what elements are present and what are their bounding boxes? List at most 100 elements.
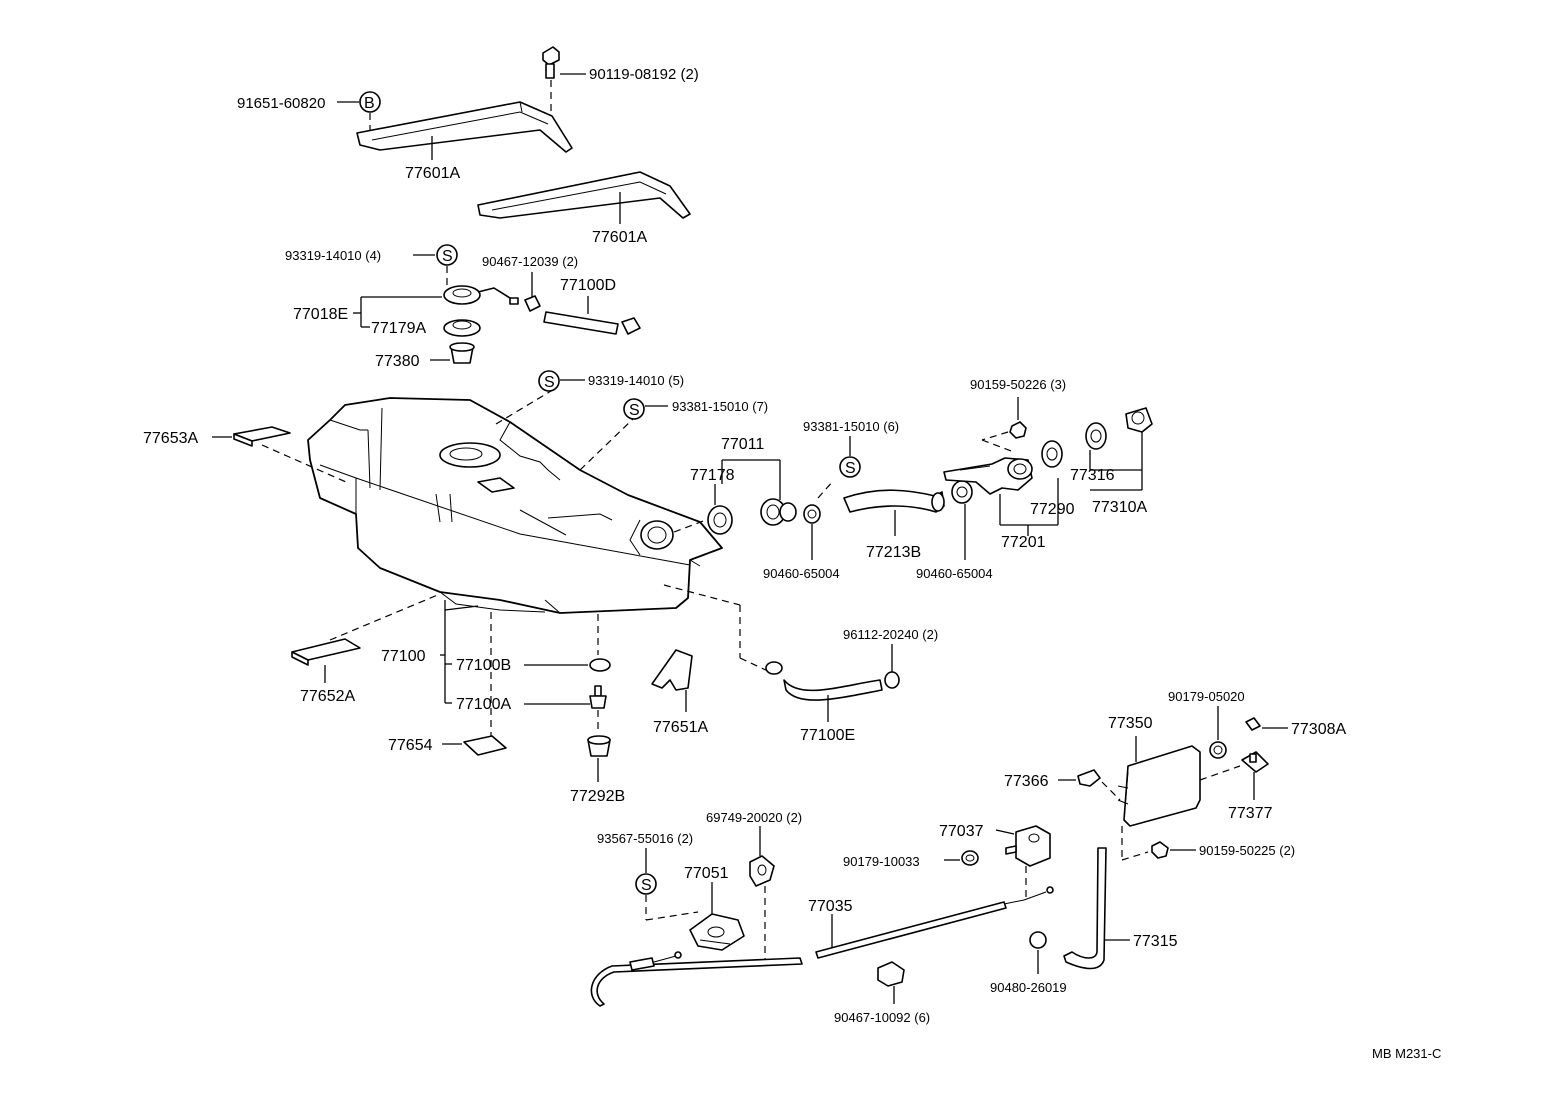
label-77018e: 77018E [293, 306, 348, 323]
screw-90159-50225 [1151, 841, 1169, 859]
symbol-s-93567: S [635, 873, 657, 895]
label-77350: 77350 [1108, 715, 1153, 732]
plug-77292b [587, 735, 611, 757]
clamp-90460-b [951, 480, 973, 504]
label-77366: 77366 [1004, 773, 1049, 790]
label-93319-14010-5: 93319-14010 (5) [588, 373, 684, 388]
label-77315: 77315 [1133, 933, 1178, 950]
label-93319-14010-4: 93319-14010 (4) [285, 248, 381, 263]
filler-neck-77201 [943, 457, 1033, 495]
label-96112-20240: 96112-20240 (2) [843, 627, 938, 642]
cable-77035 [815, 886, 1054, 959]
label-77011: 77011 [721, 436, 764, 453]
label-77292b: 77292B [570, 788, 625, 805]
hose-77100d [543, 311, 641, 335]
label-77380: 77380 [375, 353, 420, 370]
clamp-69749-20020 [749, 855, 775, 887]
label-77178: 77178 [690, 467, 735, 484]
label-77316: 77316 [1070, 467, 1115, 484]
hose-77100e [765, 661, 900, 701]
label-93381-15010-6: 93381-15010 (6) [803, 419, 899, 434]
plug-77308a [1245, 717, 1261, 731]
lever-77051 [689, 913, 745, 951]
clip-90467-12039 [524, 295, 541, 312]
cable-lower [590, 951, 803, 1007]
symbol-s-93381-6: S [839, 456, 861, 478]
label-77601a-lower: 77601A [592, 229, 647, 246]
symbol-s-letter-4: S [845, 460, 856, 477]
label-90119-08192: 90119-08192 (2) [589, 66, 699, 83]
bumper-90179-05020 [1209, 741, 1227, 759]
strap-77601a-upper [356, 101, 573, 153]
symbol-s-letter-5: S [641, 877, 652, 894]
plug-77100a [589, 685, 607, 709]
symbol-s-93319-5: S [538, 370, 560, 392]
label-77100d: 77100D [560, 277, 616, 294]
bolt-90119-08192 [542, 46, 586, 112]
hinge-77366 [1077, 769, 1101, 787]
label-90467-10092: 90467-10092 (6) [834, 1010, 930, 1025]
opener-77037 [1005, 825, 1051, 867]
symbol-s-93381-7: S [623, 398, 645, 420]
hose-77315 [1063, 847, 1107, 970]
screw-90159-50226 [981, 421, 1027, 453]
label-69749-20020: 69749-20020 (2) [706, 810, 802, 825]
label-77377: 77377 [1228, 805, 1273, 822]
label-77652a: 77652A [300, 688, 355, 705]
reference-code: MB M231-C [1372, 1046, 1441, 1061]
label-90179-10033: 90179-10033 [843, 854, 920, 869]
label-77100: 77100 [381, 648, 426, 665]
gasket-77290 [1041, 440, 1063, 468]
label-77654: 77654 [388, 737, 433, 754]
label-77290: 77290 [1030, 501, 1075, 518]
label-77651a: 77651A [653, 719, 708, 736]
label-77310a: 77310A [1092, 499, 1147, 516]
bracket-77651a [651, 649, 693, 691]
label-90460-65004-b: 90460-65004 [916, 566, 993, 581]
strap-77601a-lower [477, 171, 691, 219]
protector-77653a [233, 426, 291, 447]
label-77037: 77037 [939, 823, 984, 840]
cap-77316 [1085, 422, 1107, 450]
label-90460-65004-a: 90460-65004 [763, 566, 840, 581]
symbol-s-letter-3: S [629, 402, 640, 419]
label-77100b: 77100B [456, 657, 511, 674]
symbol-s-letter-2: S [544, 374, 555, 391]
label-90480-26019: 90480-26019 [990, 980, 1067, 995]
fuel-tank-77100 [307, 397, 723, 614]
fuel-lid-77350 [1117, 745, 1201, 827]
clamp-90460-a [803, 504, 821, 524]
label-90159-50226: 90159-50226 (3) [970, 377, 1066, 392]
gasket-77178 [707, 505, 733, 535]
gasket-77100b [589, 658, 611, 672]
clamp-90467-10092 [877, 961, 905, 987]
label-77051: 77051 [684, 865, 729, 882]
label-77100e: 77100E [800, 727, 855, 744]
label-93381-15010-7: 93381-15010 (7) [672, 399, 768, 414]
label-77100a: 77100A [456, 696, 511, 713]
label-77035: 77035 [808, 898, 853, 915]
label-77308a: 77308A [1291, 721, 1346, 738]
grommet-90480-26019 [1029, 931, 1047, 949]
symbol-s-letter-1: S [442, 248, 453, 265]
label-91651-60820: 91651-60820 [237, 95, 325, 112]
cap-77310a [1125, 407, 1153, 433]
label-77601a-upper: 77601A [405, 165, 460, 182]
dash-leaders-tank [261, 387, 771, 745]
grommet-77380 [449, 342, 475, 364]
pipe-77011 [760, 498, 797, 526]
label-77179a: 77179A [371, 320, 426, 337]
label-77213b: 77213B [866, 544, 921, 561]
lock-77377 [1241, 751, 1269, 773]
bumper-90179-10033 [961, 850, 979, 866]
hose-77213b [843, 489, 945, 513]
protector-77652a [291, 638, 361, 666]
label-77653a: 77653A [143, 430, 198, 447]
symbol-s-93319-4: S [436, 244, 458, 266]
sender-gauge-77018e [443, 285, 519, 305]
label-90467-12039: 90467-12039 (2) [482, 254, 578, 269]
label-90179-05020: 90179-05020 [1168, 689, 1245, 704]
symbol-b: B [359, 91, 381, 113]
protector-77654 [463, 735, 507, 756]
